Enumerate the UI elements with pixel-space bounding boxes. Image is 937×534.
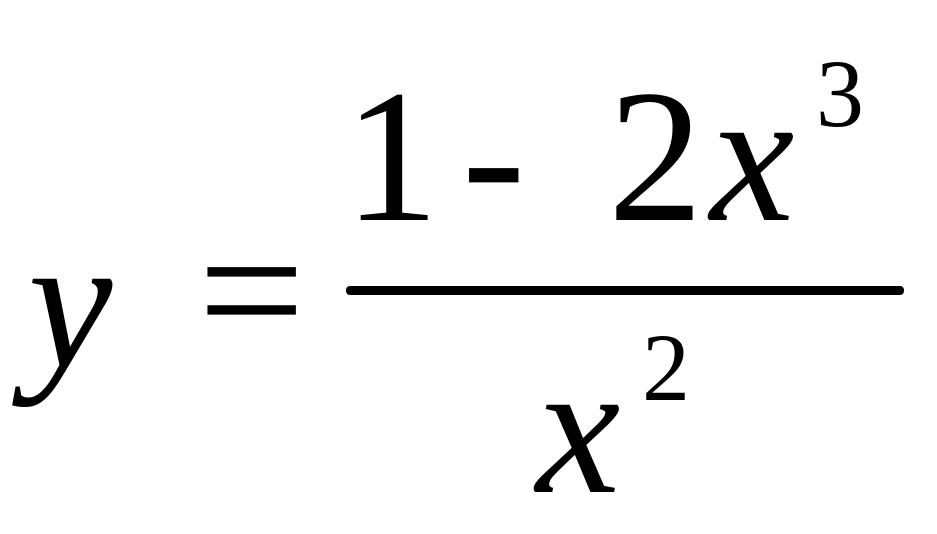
denominator-exponent: 2: [642, 314, 690, 421]
fraction-bar: [346, 286, 904, 295]
numerator-exponent: 3: [816, 40, 864, 147]
lhs-variable-y: y: [28, 198, 113, 408]
numerator-variable-x: x: [710, 52, 795, 262]
numerator-minus-sign: -: [462, 52, 526, 262]
numerator-constant-one: 1: [344, 52, 439, 262]
equals-sign: =: [198, 186, 306, 396]
numerator-coefficient-two: 2: [608, 52, 703, 262]
denominator-variable-x: x: [536, 324, 621, 534]
